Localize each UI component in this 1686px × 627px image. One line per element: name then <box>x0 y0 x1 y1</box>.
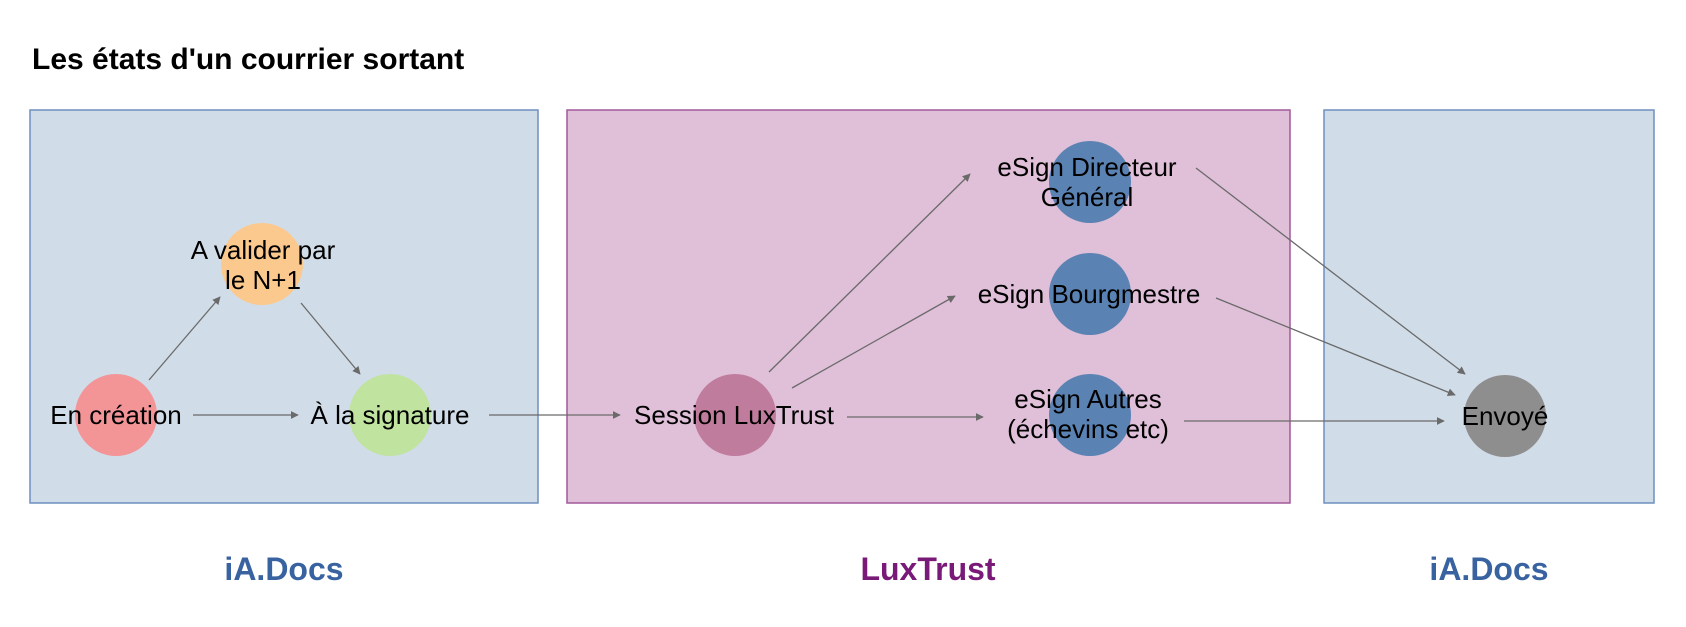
system-label-iadocs-right: iA.Docs <box>1429 551 1548 587</box>
panels-layer <box>29 109 1655 504</box>
state-label-line: En création <box>50 400 182 430</box>
state-label-line: Session LuxTrust <box>634 400 835 430</box>
transition-arrow-esign-bourgmestre-to-envoye <box>1215 297 1456 396</box>
diagram-title: Les états d'un courrier sortant <box>32 43 464 76</box>
state-label-line: À la signature <box>311 400 470 430</box>
state-label-esign-bourgmestre: eSign Bourgmestre <box>978 279 1201 309</box>
state-label-line: A valider par <box>191 235 336 265</box>
state-label-line: Envoyé <box>1462 401 1549 431</box>
state-label-line: eSign Bourgmestre <box>978 279 1201 309</box>
state-label-line: le N+1 <box>225 265 301 295</box>
state-label-line: eSign Directeur <box>997 152 1177 182</box>
state-node-envoye <box>1464 375 1546 457</box>
state-label-en-creation: En création <box>50 400 182 430</box>
state-label-line: (échevins etc) <box>1007 414 1169 444</box>
state-label-esign-autres: eSign Autres(échevins etc) <box>1007 384 1169 444</box>
state-node-esign-directeur <box>1049 141 1131 223</box>
system-label-luxtrust: LuxTrust <box>860 551 995 587</box>
state-node-esign-bourgmestre <box>1049 253 1131 335</box>
state-label-line: Général <box>1041 182 1134 212</box>
state-node-en-creation <box>75 374 157 456</box>
state-node-a-la-signature <box>349 374 431 456</box>
edges-layer <box>148 167 1466 425</box>
state-node-a-valider <box>221 223 303 305</box>
panel-luxtrust <box>566 109 1291 504</box>
state-label-line: eSign Autres <box>1014 384 1161 414</box>
transition-arrow-session-luxtrust-to-esign-directeur <box>768 173 971 373</box>
transition-arrow-en-creation-to-a-valider <box>148 296 221 381</box>
nodes-layer <box>75 141 1546 457</box>
state-node-esign-autres <box>1049 374 1131 456</box>
state-label-envoye: Envoyé <box>1462 401 1549 431</box>
transition-arrow-esign-directeur-to-envoye <box>1195 167 1466 375</box>
transition-arrow-a-valider-to-a-la-signature <box>300 302 361 375</box>
system-label-iadocs-left: iA.Docs <box>224 551 343 587</box>
state-node-session-luxtrust <box>694 374 776 456</box>
system-labels-layer: iA.Docs LuxTrust iA.Docs <box>224 551 1548 587</box>
transition-arrow-session-luxtrust-to-esign-bourgmestre <box>791 295 956 389</box>
state-label-session-luxtrust: Session LuxTrust <box>634 400 835 430</box>
panel-iadocs-right <box>1323 109 1655 504</box>
state-label-a-la-signature: À la signature <box>311 400 470 430</box>
